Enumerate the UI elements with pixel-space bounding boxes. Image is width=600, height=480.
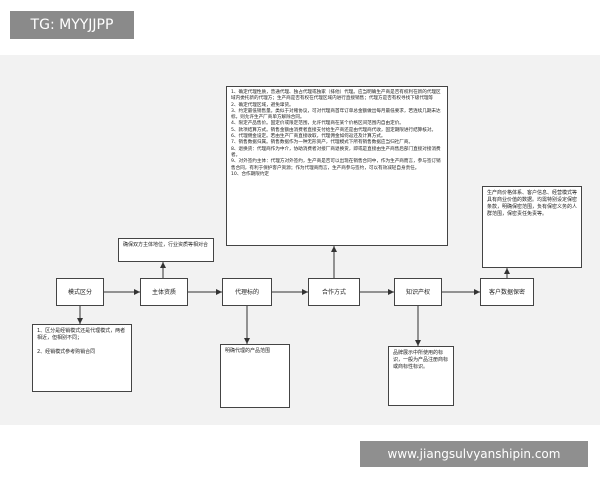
tg-tag-label: TG: MYYJJPP — [10, 11, 134, 39]
node-intellectual-property[interactable]: 知识产权 — [394, 278, 442, 306]
node-cooperation-method[interactable]: 合作方式 — [308, 278, 360, 306]
note-cooperation-method: 1、确定代理性质，普通代理、独占代理或独家（排他）代理。应当明确生产商是否有权利… — [226, 86, 448, 246]
note-agency-target: 明确代理的产品范围 — [220, 344, 290, 408]
note-intellectual-property: 品牌展示中所使用的标识，一般为产品注册商标或商标性标识。 — [388, 346, 454, 406]
note-subject-qualification: 确保双方主体地位，行业资质等相对合 — [118, 238, 214, 262]
node-customer-data-confidentiality[interactable]: 客户数据保密 — [480, 278, 534, 306]
node-agency-target[interactable]: 代理标的 — [222, 278, 272, 306]
note-mode-distinction: 1、区分是经销模式还是代理模式，两者相近，但相别不同； 2、经销模式参考购销合同 — [32, 324, 132, 392]
website-watermark: www.jiangsulvyanshipin.com — [360, 441, 588, 467]
node-subject-qualification[interactable]: 主体资质 — [140, 278, 188, 306]
node-mode-distinction[interactable]: 模式区分 — [56, 278, 104, 306]
note-customer-data: 生产商价格体系、客户信息、经营模式等具有商业价值的数据。均需特别设定保密条款，明… — [482, 186, 582, 268]
